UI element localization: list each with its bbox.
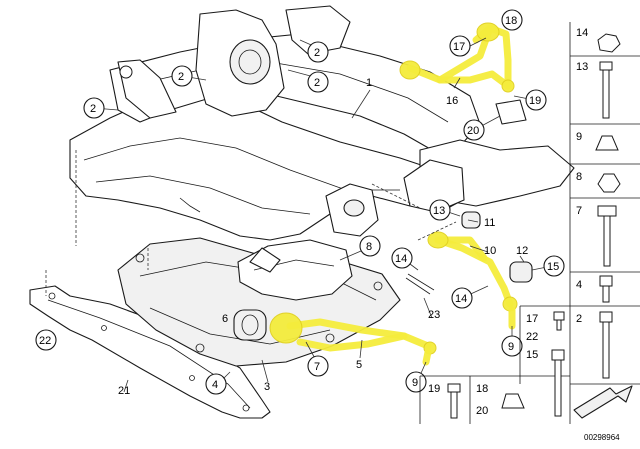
legend-18: 18 — [476, 383, 488, 395]
legend-7: 7 — [576, 205, 582, 217]
callout-2c: 2 — [178, 71, 184, 83]
callout-22: 22 — [39, 335, 51, 347]
callout-9a: 9 — [412, 377, 418, 389]
legend-19: 19 — [428, 383, 440, 395]
long-bolt — [407, 273, 435, 291]
callout-14a: 14 — [395, 253, 407, 265]
legend-2: 2 — [576, 313, 582, 325]
callout-14b: 14 — [455, 293, 467, 305]
main-drawing — [29, 5, 575, 419]
callout-18: 18 — [505, 15, 517, 27]
callout-1: 1 — [366, 77, 372, 89]
long-bolt-icon — [599, 311, 613, 323]
callout-2b: 2 — [314, 77, 320, 89]
image-code: 00298964 — [584, 433, 620, 442]
bushing-bracket — [495, 99, 527, 125]
hex-nut-icon — [597, 173, 621, 193]
legend-22: 22 — [526, 331, 538, 343]
callout-4: 4 — [212, 379, 218, 391]
small-screw-icon — [553, 311, 565, 321]
flange-nut-icon — [595, 135, 619, 151]
rubber-bushing — [233, 309, 267, 341]
callout-19: 19 — [529, 95, 541, 107]
tension-strut-highlighted — [427, 231, 518, 330]
callout-13: 13 — [433, 205, 445, 217]
callout-11: 11 — [484, 217, 495, 229]
callout-5: 5 — [356, 359, 362, 371]
front-direction-arrow-icon — [573, 385, 633, 419]
callout-labels: 1 2 2 2 2 3 4 5 6 7 8 9 9 10 11 12 13 14… — [35, 9, 565, 397]
callout-20: 20 — [467, 125, 479, 137]
callout-9b: 9 — [508, 341, 514, 353]
short-bolt-icon — [599, 275, 613, 287]
small-bushing — [461, 211, 481, 229]
right-side-member — [285, 5, 351, 55]
callout-12: 12 — [516, 245, 528, 257]
callout-2d: 2 — [90, 103, 96, 115]
callout-15: 15 — [547, 261, 559, 273]
legend-8: 8 — [576, 171, 582, 183]
callout-2a: 2 — [314, 47, 320, 59]
callout-23: 23 — [428, 309, 440, 321]
callout-3: 3 — [264, 381, 270, 393]
wishbone-highlighted — [269, 312, 437, 366]
callout-7: 7 — [314, 361, 320, 373]
parts-legend: 14 13 9 8 7 4 2 17 22 15 19 18 20 00 — [419, 22, 640, 442]
collar-bolt-icon — [597, 205, 617, 217]
right-mount-bracket — [403, 159, 465, 213]
thrust-rod-bushing — [509, 261, 533, 283]
callout-21: 21 — [118, 385, 130, 397]
legend-9: 9 — [576, 131, 582, 143]
callout-8: 8 — [366, 241, 372, 253]
hex-bolt-icon — [599, 61, 613, 71]
legend-14: 14 — [576, 27, 588, 39]
upper-control-arm-highlighted — [399, 22, 515, 93]
callout-10: 10 — [484, 245, 496, 257]
callout-17: 17 — [453, 41, 465, 53]
left-side-arm — [117, 59, 177, 119]
washer-nut-icon — [501, 393, 525, 409]
callout-16: 16 — [446, 95, 458, 107]
legend-15: 15 — [526, 349, 538, 361]
legend-20: 20 — [476, 405, 488, 417]
callout-6: 6 — [222, 313, 228, 325]
bolt-15-icon — [551, 349, 565, 361]
legend-4: 4 — [576, 279, 582, 291]
legend-17: 17 — [526, 313, 538, 325]
legend-13: 13 — [576, 61, 588, 73]
collar-nut-icon — [597, 33, 621, 53]
bolt-19-icon — [447, 383, 461, 393]
